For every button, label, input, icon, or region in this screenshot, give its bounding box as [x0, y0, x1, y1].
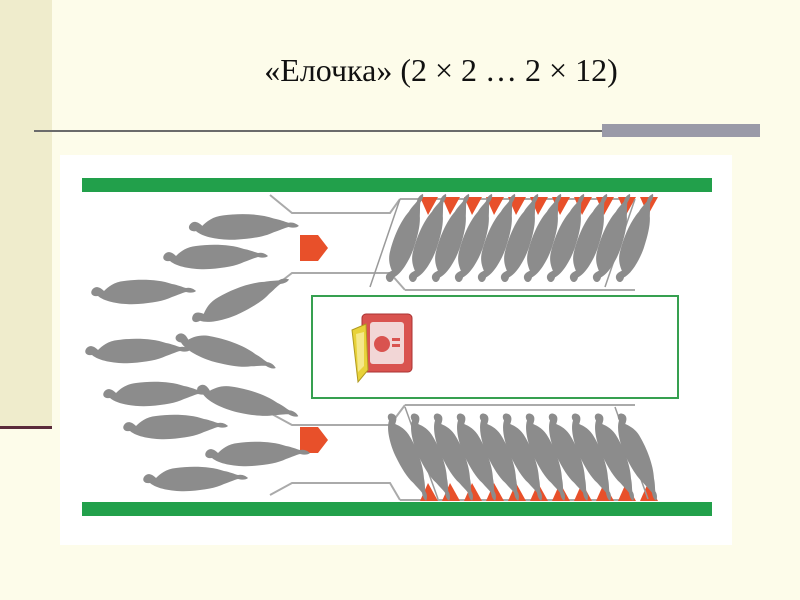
left-decor-bar [0, 0, 52, 428]
left-decor-line [0, 426, 52, 429]
title-divider-accent [602, 124, 760, 137]
herringbone-diagram [60, 155, 732, 550]
top-rail [82, 178, 712, 192]
bottom-rail [82, 502, 712, 516]
slide-title: «Елочка» (2 × 2 … 2 × 12) [52, 52, 800, 89]
title-divider [34, 130, 602, 132]
